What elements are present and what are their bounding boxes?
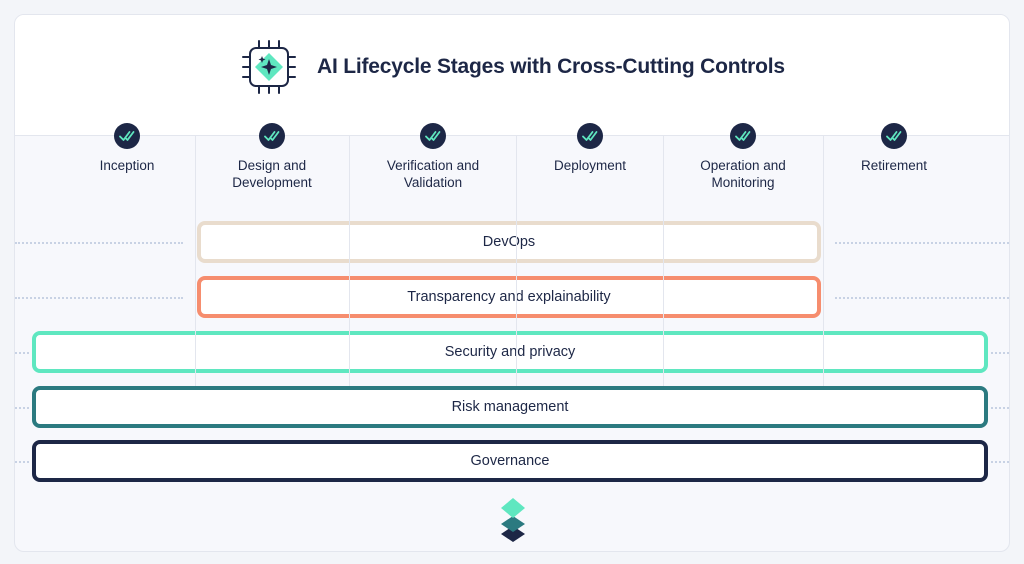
control-bar-transparency-and-explainability: Transparency and explainability (197, 276, 821, 318)
diagram-title: AI Lifecycle Stages with Cross-Cutting C… (317, 55, 785, 78)
stage-label: Retirement (860, 158, 928, 173)
column-divider (195, 136, 196, 386)
stage-inception: Inception (47, 123, 207, 174)
column-divider (349, 136, 350, 386)
stage-label: Design and Development (232, 158, 312, 190)
row-guide-line (991, 407, 1009, 409)
double-check-icon (114, 123, 140, 149)
stage-retirement: Retirement (814, 123, 974, 174)
double-check-icon (730, 123, 756, 149)
column-divider (823, 136, 824, 386)
control-bar-security-and-privacy: Security and privacy (32, 331, 988, 373)
stage-verification-and-validation: Verification and Validation (353, 123, 513, 191)
double-check-icon (577, 123, 603, 149)
row-guide-line (991, 461, 1009, 463)
control-bar-risk-management: Risk management (32, 386, 988, 428)
double-check-icon (259, 123, 285, 149)
column-divider (663, 136, 664, 386)
row-guide-line (835, 242, 1009, 244)
stage-deployment: Deployment (510, 123, 670, 174)
control-bar-label: Governance (470, 453, 550, 469)
stage-design-and-development: Design and Development (192, 123, 352, 191)
stage-label: Inception (99, 158, 155, 173)
row-guide-line (15, 352, 29, 354)
control-bar-label: DevOps (482, 234, 536, 250)
row-guide-line (835, 297, 1009, 299)
control-bar-label: Risk management (451, 399, 569, 415)
row-guide-line (15, 242, 183, 244)
control-bar-label: Transparency and explainability (407, 289, 611, 305)
stage-label: Deployment (553, 158, 627, 173)
double-check-icon (881, 123, 907, 149)
control-bar-governance: Governance (32, 440, 988, 482)
title-row: AI Lifecycle Stages with Cross-Cutting C… (241, 39, 785, 95)
control-bar-devops: DevOps (197, 221, 821, 263)
control-bar-label: Security and privacy (444, 344, 576, 360)
double-check-icon (420, 123, 446, 149)
diagram-card: AI Lifecycle Stages with Cross-Cutting C… (14, 14, 1010, 552)
header-band (15, 15, 1009, 136)
row-guide-line (15, 297, 183, 299)
stage-label: Verification and Validation (386, 158, 480, 190)
stage-label: Operation and Monitoring (700, 158, 786, 190)
brand-logo-icon (501, 498, 525, 542)
row-guide-line (15, 461, 29, 463)
row-guide-line (991, 352, 1009, 354)
column-divider (516, 136, 517, 386)
ai-chip-icon (242, 40, 296, 94)
stage-operation-and-monitoring: Operation and Monitoring (663, 123, 823, 191)
row-guide-line (15, 407, 29, 409)
